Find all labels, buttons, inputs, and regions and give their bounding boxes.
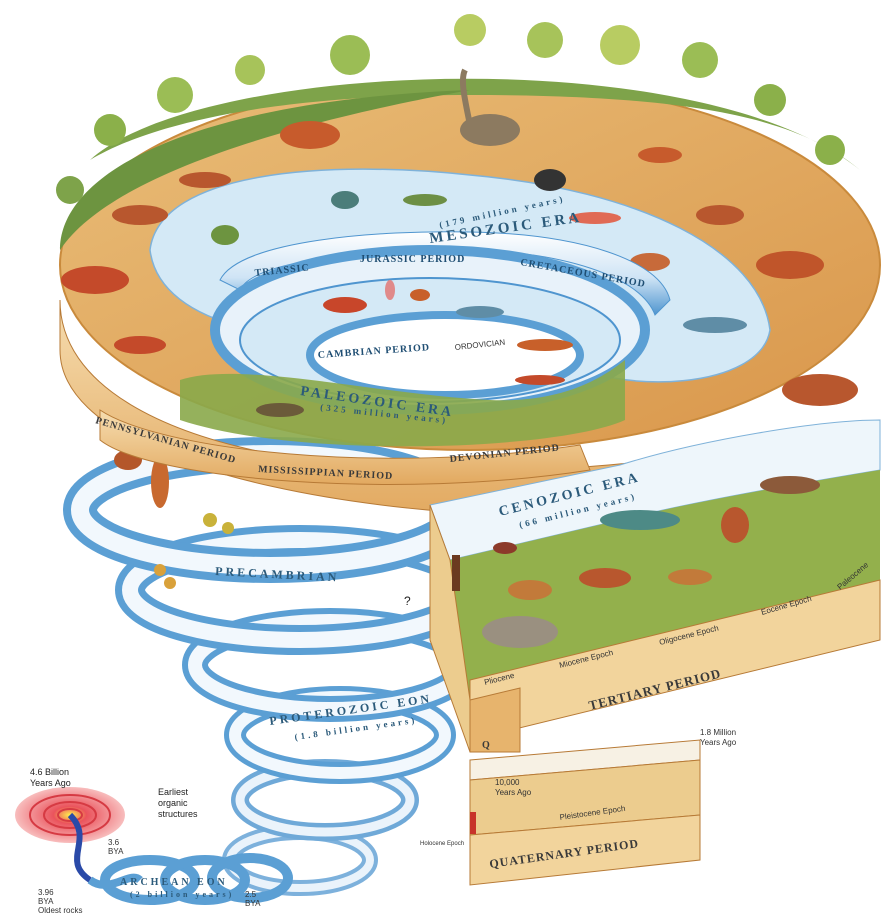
bya-36-label: 3.6 <box>108 838 120 847</box>
bya-396-unit: BYA <box>38 897 54 906</box>
bya-396-label: 3.96 <box>38 888 54 897</box>
holocene-epoch-label: Holocene Epoch <box>420 841 464 847</box>
million-years-label-2: Years Ago <box>700 738 737 747</box>
earliest-organic-label-2: organic <box>158 798 188 808</box>
lower-spiral-coils <box>80 454 470 900</box>
bya-25-unit: BYA <box>245 899 261 908</box>
earliest-organic-label-3: structures <box>158 809 198 819</box>
ten-thousand-label-2: Years Ago <box>495 788 532 797</box>
bya-25-label: 2.5 <box>245 890 257 899</box>
origin-of-earth-spiral <box>15 787 140 885</box>
q-label: Q <box>482 740 491 751</box>
archean-eon-label: ARCHEAN EON <box>120 877 228 888</box>
age-label-bottom: Years Ago <box>30 778 71 788</box>
bya-36-unit: BYA <box>108 847 124 856</box>
oldest-rocks-label: Oldest rocks <box>38 906 82 915</box>
earliest-organic-label-1: Earliest <box>158 787 189 797</box>
question-mark: ? <box>404 594 411 608</box>
million-years-label-1: 1.8 Million <box>700 728 736 737</box>
ten-thousand-label-1: 10,000 <box>495 778 520 787</box>
jurassic-period-label: JURASSIC PERIOD <box>360 254 465 265</box>
archean-span-label: (2 billion years) <box>130 890 234 899</box>
age-label-top: 4.6 Billion <box>30 767 69 777</box>
